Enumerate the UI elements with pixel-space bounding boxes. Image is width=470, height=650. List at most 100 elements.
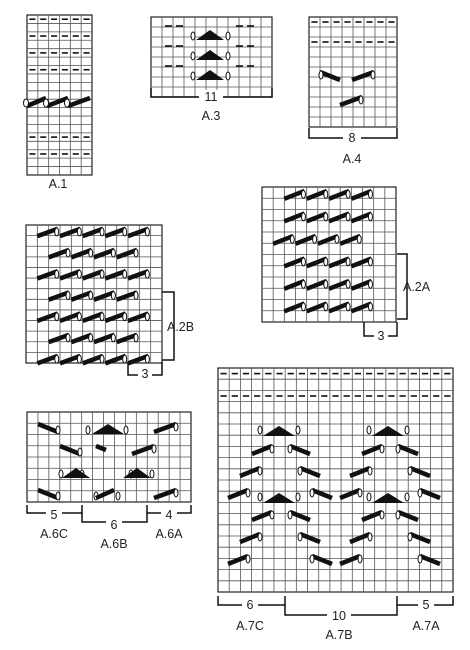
chart-a7-grid [217,367,454,593]
cable-stitch-mark [283,256,306,269]
cable-stitch-oval [144,269,150,279]
cable-stitch-mark [59,226,82,239]
chart-a4-span-count: 8 [349,131,356,145]
cable-stitch-mark [70,290,93,302]
chart-a6: 5 A.6C 6 A.6B 4 A.6A [26,411,192,551]
cable-stitch-mark [81,268,104,281]
chart-a7b-span-count: 10 [332,609,346,623]
cable-stitch-oval [300,257,306,267]
cable-stitch-mark [328,301,350,314]
cable-stitch-oval [367,257,373,267]
cable-stitch-oval [323,189,329,199]
chart-a6c-span-mask [46,506,62,520]
cable-stitch-oval [99,312,105,322]
cable-stitch-oval [300,279,306,289]
cable-stitch-mark [328,188,350,201]
cable-stitch-mark [81,311,104,324]
cable-stitch-oval [99,269,105,279]
cable-stitch-oval [300,302,306,312]
chart-a7a-span-count: 5 [423,598,430,612]
chart-a7-purl-marks [220,372,451,397]
cable-stitch-oval [323,302,329,312]
cable-stitch-oval [289,234,295,244]
cable-stitch-mark [70,332,93,345]
cable-stitch-mark [283,301,306,314]
chart-a6c-span-count: 5 [51,508,58,522]
cable-stitch-oval [356,234,362,244]
cable-stitch-mark [81,353,104,366]
cable-stitch-mark [115,332,138,345]
cable-stitch-oval [323,257,329,267]
chart-a2-cable-marks [272,188,373,314]
chart-a2: A.2A 3 [261,186,431,343]
chart-a2b-span-count: 3 [142,367,149,381]
cable-stitch-oval [88,333,94,343]
cable-stitch-mark [104,353,127,366]
chart-a2a-span-count: 3 [378,329,385,343]
chart-a7-decrease-triangles [263,426,404,503]
chart-a6a-span-mask [161,506,177,520]
chart-a4-span-mask [343,131,361,145]
cable-stitch-mark [36,268,59,281]
cable-stitch-oval [54,269,60,279]
chart-a3-decrease-triangles [196,30,224,80]
cable-stitch-mark [350,211,373,224]
chart-a1-cable-marks [23,95,91,109]
chart-a7b-label: A.7B [325,628,352,642]
cable-stitch-oval [323,279,329,289]
cable-stitch-oval [345,212,351,222]
cable-stitch-oval [76,269,82,279]
cable-stitch-oval [133,333,139,343]
chart-a6a-label: A.6A [155,527,183,541]
cable-stitch-mark [36,311,59,324]
chart-a2b-bracket [162,291,175,361]
chart-a3-stitch-ovals [190,31,231,81]
cable-stitch-mark [305,301,328,314]
cable-stitch-mark [283,211,306,224]
chart-a6b-label: A.6B [100,537,127,551]
chart-a3: 11 A.3 [150,16,273,123]
cable-stitch-oval [110,333,116,343]
cable-stitch-mark [350,188,373,201]
cable-stitch-oval [110,290,116,300]
cable-stitch-oval [122,269,128,279]
cable-stitch-oval [54,227,60,237]
cable-stitch-oval [133,248,139,258]
cable-stitch-oval [300,189,306,199]
cable-stitch-oval [65,248,71,258]
cable-stitch-oval [345,302,351,312]
cable-stitch-oval [367,212,373,222]
cable-stitch-mark [272,233,295,246]
chart-a3-span-count: 11 [205,90,218,104]
chart-a4: 8 A.4 [308,16,398,166]
cable-stitch-mark [328,256,350,269]
chart-a7c-span-mask [242,597,258,611]
cable-stitch-mark [127,353,150,366]
cable-stitch-mark [305,256,328,269]
cable-stitch-oval [65,290,71,300]
chart-a2a-span-mask [374,328,388,342]
chart-a6a-span-count: 4 [166,508,173,522]
cable-stitch-mark [305,211,328,224]
cable-stitch-mark [127,311,150,324]
cable-stitch-oval [122,312,128,322]
chart-a6c-label: A.6C [40,527,68,541]
cable-stitch-oval [144,312,150,322]
chart-a7a-span-mask [418,597,434,611]
chart-a4-cable-marks [318,69,376,108]
cable-stitch-mark [115,247,138,260]
chart-a2b-grid [25,224,163,364]
chart-a2a-bracket [397,253,408,320]
cable-stitch-oval [54,312,60,322]
chart-a6-cable-marks [37,421,179,501]
cable-stitch-mark [59,353,82,366]
chart-a4-purl-marks [311,21,395,43]
chart-a1-grid [26,14,93,176]
cable-stitch-oval [133,290,139,300]
cable-stitch-oval [122,354,128,364]
cable-stitch-oval [99,227,105,237]
chart-a7a-label: A.7A [412,619,440,633]
chart-a4-label: A.4 [343,152,362,166]
cable-stitch-mark [93,332,116,345]
